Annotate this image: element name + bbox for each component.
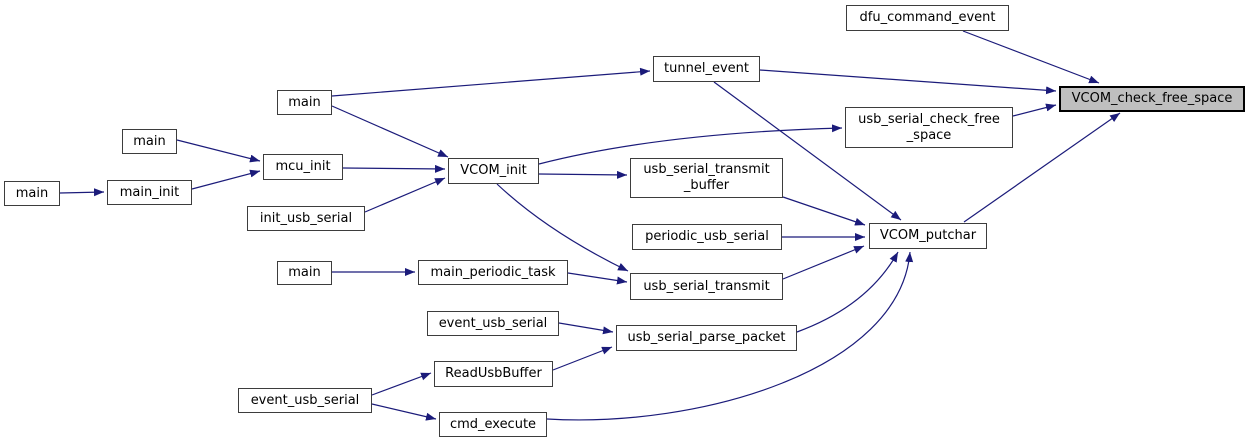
node-vcom_putchar[interactable]: VCOM_putchar [869, 223, 987, 249]
edge-tunnel_event-to-vcom_putchar [713, 81, 902, 221]
edge-main_2-to-mcu_init [176, 139, 261, 163]
edge-usb_serial_transmit-to-vcom_putchar [782, 245, 865, 280]
edge-vcom_init-to-usb_serial_transmit [496, 183, 629, 272]
node-cmd_execute[interactable]: cmd_execute [439, 412, 547, 437]
node-label: main [288, 94, 321, 110]
edge-main_init-to-mcu_init [191, 169, 261, 190]
node-label: tunnel_event [664, 61, 749, 76]
node-vcom_check_free_space: VCOM_check_free_space [1059, 86, 1245, 112]
edge-vcom_putchar-to-vcom_check_free_space [963, 112, 1121, 223]
node-label: dfu_command_event [859, 10, 996, 25]
edge-usb_serial_transmit_buffer-to-vcom_putchar [782, 196, 866, 226]
node-main_periodic_task[interactable]: main_periodic_task [418, 260, 568, 285]
edge-vcom_init-to-usb_serial_transmit_buffer [538, 170, 628, 179]
node-init_usb_serial[interactable]: init_usb_serial [247, 206, 365, 231]
edge-main_3-to-main_init [59, 188, 105, 197]
node-mcu_init[interactable]: mcu_init [263, 154, 343, 180]
node-label: usb_serial_check_free _space [858, 111, 1000, 143]
edge-vcom_init-to-usb_serial_check_free_space [538, 124, 843, 165]
node-usb_serial_transmit_buffer[interactable]: usb_serial_transmit _buffer [630, 158, 783, 198]
node-main_2[interactable]: main [122, 129, 177, 154]
node-main_4[interactable]: main [277, 261, 332, 285]
node-periodic_usb_serial[interactable]: periodic_usb_serial [632, 224, 782, 250]
node-main_init[interactable]: main_init [107, 180, 192, 205]
node-read_usb_buffer[interactable]: ReadUsbBuffer [434, 361, 553, 387]
node-label: VCOM_check_free_space [1071, 91, 1233, 106]
node-main_3[interactable]: main [4, 181, 60, 206]
edge-mcu_init-to-vcom_init [342, 164, 446, 173]
edge-event_usb_serial_2-to-read_usb_buffer [371, 372, 432, 396]
node-label: mcu_init [275, 159, 331, 174]
node-label: event_usb_serial [438, 315, 548, 331]
edge-usb_serial_check_free_space-to-vcom_check_free_space [1012, 103, 1057, 117]
node-label: cmd_execute [449, 416, 537, 432]
node-event_usb_serial_1[interactable]: event_usb_serial [427, 311, 559, 336]
node-usb_serial_parse_packet[interactable]: usb_serial_parse_packet [616, 325, 797, 351]
edge-cmd_execute-to-vcom_putchar [546, 251, 914, 421]
node-label: ReadUsbBuffer [445, 366, 542, 381]
node-label: usb_serial_transmit _buffer [643, 162, 770, 193]
node-label: main_init [119, 184, 180, 200]
edge-main_1-to-tunnel_event [331, 67, 651, 97]
node-label: usb_serial_transmit [643, 278, 770, 294]
edge-read_usb_buffer-to-usb_serial_parse_packet [552, 346, 613, 371]
edge-main_periodic_task-to-usb_serial_transmit [567, 272, 628, 285]
edge-dfu_command_event-to-vcom_check_free_space [962, 30, 1100, 84]
edge-tunnel_event-to-vcom_check_free_space [759, 69, 1057, 95]
edge-event_usb_serial_1-to-usb_serial_parse_packet [558, 322, 614, 335]
node-label: main [133, 133, 166, 149]
node-label: VCOM_putchar [879, 228, 977, 243]
edge-init_usb_serial-to-vcom_init [364, 177, 446, 213]
node-label: main [15, 185, 49, 201]
node-usb_serial_transmit[interactable]: usb_serial_transmit [630, 273, 783, 300]
node-label: main [288, 265, 321, 280]
edge-usb_serial_parse_packet-to-vcom_putchar [796, 251, 899, 333]
node-label: periodic_usb_serial [645, 229, 769, 244]
edge-event_usb_serial_2-to-cmd_execute [371, 403, 437, 421]
node-tunnel_event[interactable]: tunnel_event [653, 56, 760, 82]
edge-main_1-to-vcom_init [331, 105, 449, 158]
node-dfu_command_event[interactable]: dfu_command_event [846, 5, 1009, 31]
node-label: init_usb_serial [259, 210, 353, 226]
node-vcom_init[interactable]: VCOM_init [448, 158, 539, 184]
node-usb_serial_check_free_space[interactable]: usb_serial_check_free _space [845, 107, 1013, 148]
node-label: usb_serial_parse_packet [627, 330, 786, 345]
node-label: main_periodic_task [430, 264, 556, 280]
node-label: VCOM_init [460, 163, 527, 178]
node-main_1[interactable]: main [277, 90, 332, 115]
node-label: event_usb_serial [250, 392, 360, 408]
node-event_usb_serial_2[interactable]: event_usb_serial [238, 388, 372, 413]
